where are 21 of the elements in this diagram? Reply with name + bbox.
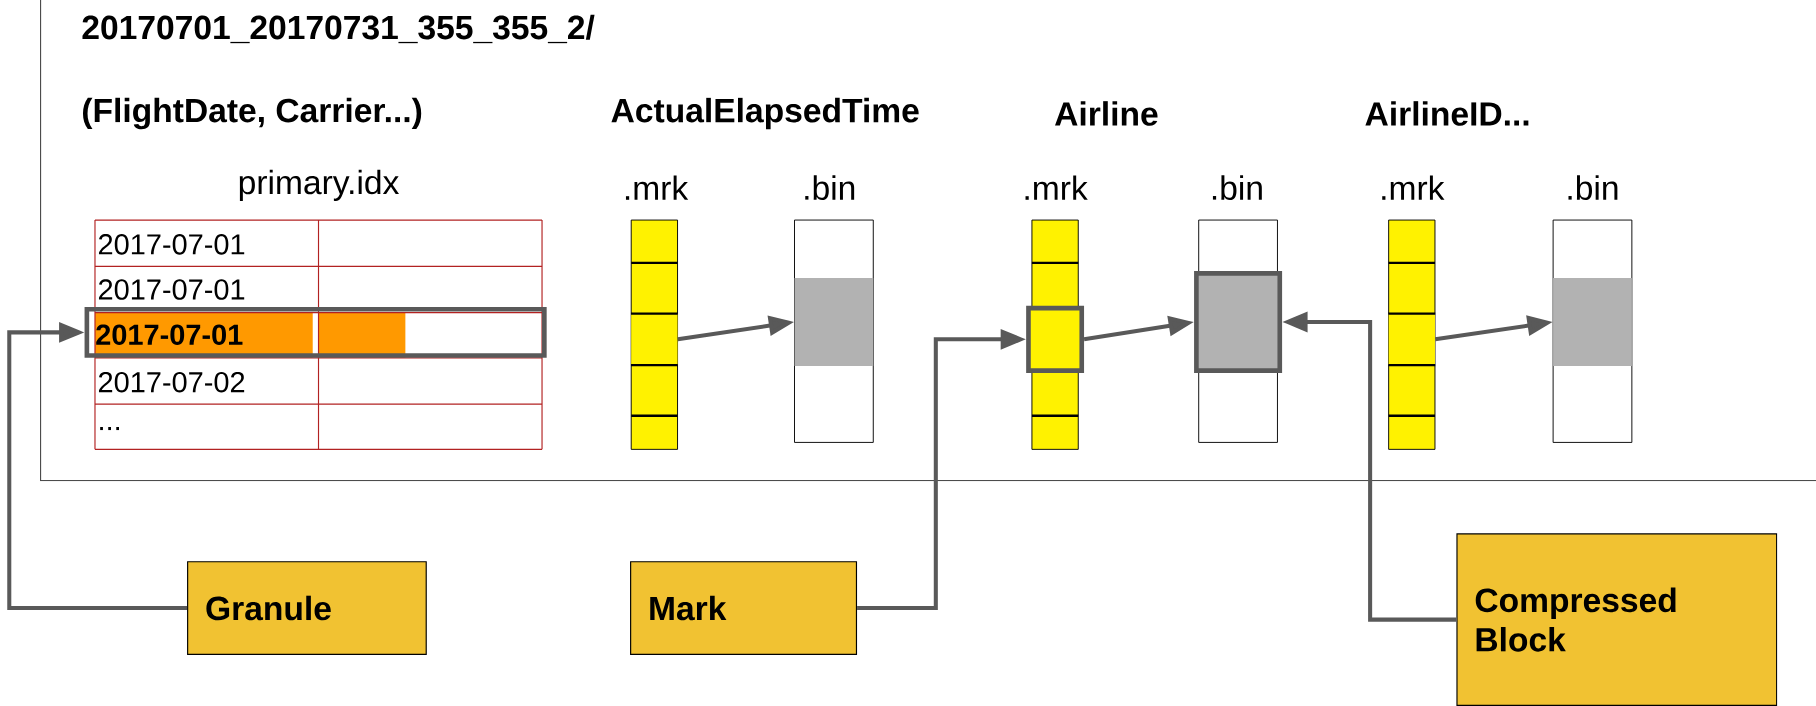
file-label: .mrk (1025, 175, 1088, 200)
mark-cell (1026, 305, 1085, 373)
file-label: .mrk (625, 175, 689, 200)
table-cell: 2017-07-01 (99, 233, 245, 255)
data-block (1553, 277, 1632, 366)
data-block (1194, 270, 1283, 373)
data-block (794, 277, 874, 366)
callout-box: Granule (187, 560, 427, 655)
file-label: .mrk (1382, 175, 1445, 200)
column-heading: (FlightDate, Carrier...) (83, 97, 422, 129)
mark-cell (1388, 312, 1436, 366)
column-heading: ActualElapsedTime (611, 97, 919, 129)
column-heading: Airline (1055, 100, 1158, 126)
highlighted-row: 2017-07-01 (84, 306, 547, 358)
callout-box: Mark (630, 560, 858, 655)
mark-cell (631, 312, 678, 366)
table-cell: ... (100, 426, 119, 430)
callout-box: Compressed Block (1456, 533, 1778, 706)
file-label: primary.idx (239, 169, 399, 201)
arrow (7, 321, 188, 610)
column-heading: AirlineID... (1365, 100, 1529, 126)
